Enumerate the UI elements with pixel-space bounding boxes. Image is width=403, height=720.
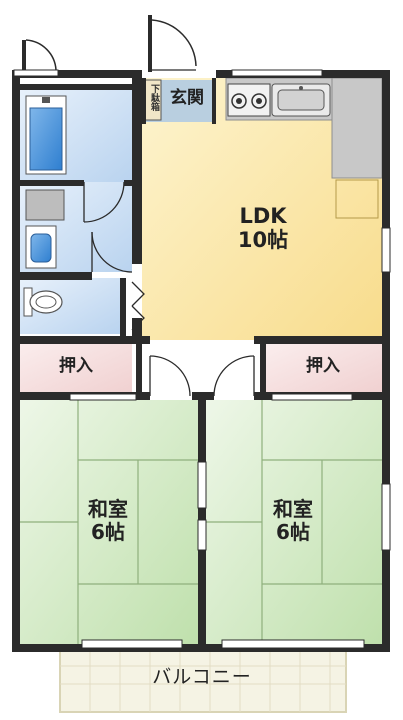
toilet-icon xyxy=(23,287,63,317)
washitsu-left-label: 和室 6帖 xyxy=(88,498,128,544)
closet-left-floor xyxy=(16,342,132,394)
washing-machine-space xyxy=(25,189,65,221)
windows xyxy=(13,69,391,649)
meter-box-door xyxy=(22,39,58,72)
tatami-lines-right xyxy=(206,400,382,644)
balcony xyxy=(59,647,347,713)
ldk-name: LDK xyxy=(239,203,287,228)
interior-doors xyxy=(83,181,255,397)
kitchen-sink-icon xyxy=(271,83,331,117)
washitsu-right-name: 和室 xyxy=(273,497,313,521)
gas-stove-icon xyxy=(227,83,271,117)
washitsu-right-size: 6帖 xyxy=(276,520,310,544)
ldk-label: LDK 10帖 xyxy=(238,204,288,252)
closet-right-floor xyxy=(264,342,382,394)
washitsu-left-size: 6帖 xyxy=(91,520,125,544)
entrance-label: 玄関 xyxy=(170,88,204,109)
fridge-space xyxy=(335,179,379,219)
washitsu-right-label: 和室 6帖 xyxy=(273,498,313,544)
closet-left-label: 押入 xyxy=(59,356,93,377)
balcony-label: バルコニー xyxy=(152,666,252,689)
wash-basin-icon xyxy=(25,225,57,269)
bathtub-icon xyxy=(25,95,67,175)
ldk-size: 10帖 xyxy=(237,228,289,252)
closet-right-label: 押入 xyxy=(306,356,340,377)
tatami-lines-left xyxy=(16,400,198,644)
washitsu-left-name: 和室 xyxy=(88,497,128,521)
shoe-box-label: 下駄箱 xyxy=(149,84,159,111)
front-door xyxy=(148,15,197,72)
